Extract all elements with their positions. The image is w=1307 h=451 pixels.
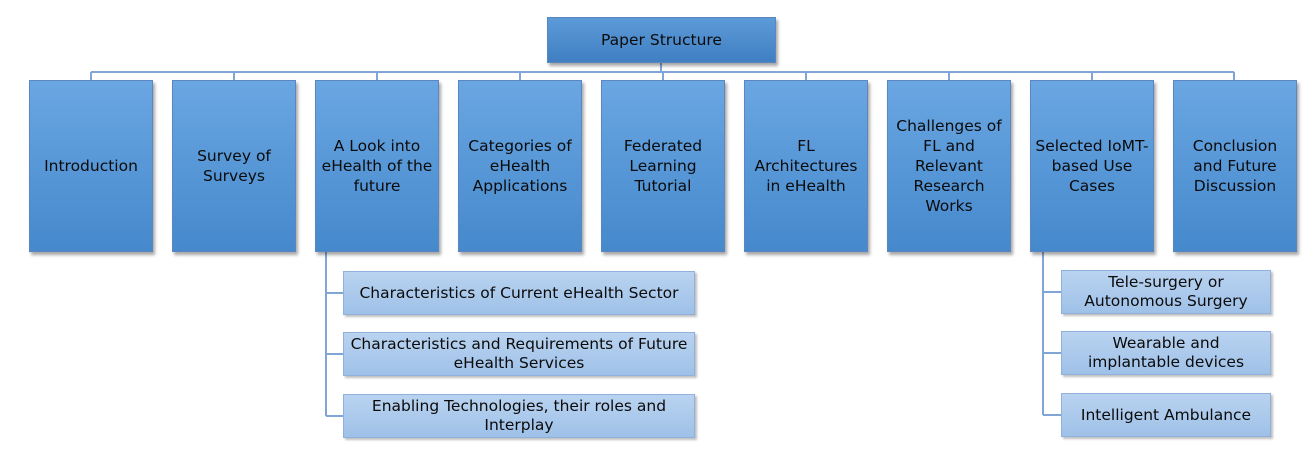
paper-structure-node: Paper Structure [547, 17, 776, 63]
conclusion-node: Conclusion and Future Discussion [1173, 80, 1297, 252]
intelligent-ambulance-node: Intelligent Ambulance [1061, 393, 1271, 437]
future-ehealth-node: A Look into eHealth of the future [315, 80, 439, 252]
introduction-node: Introduction [29, 80, 153, 252]
tele-surgery-node: Tele-surgery or Autonomous Surgery [1061, 270, 1271, 314]
wearable-devices-node: Wearable and implantable devices [1061, 331, 1271, 375]
fl-challenges-node: Challenges of FL and Relevant Research W… [887, 80, 1011, 252]
fl-tutorial-node: Federated Learning Tutorial [601, 80, 725, 252]
iomt-use-cases-node: Selected IoMT-based Use Cases [1030, 80, 1154, 252]
current-ehealth-characteristics-node: Characteristics of Current eHealth Secto… [343, 271, 695, 315]
survey-of-surveys-node: Survey of Surveys [172, 80, 296, 252]
ehealth-categories-node: Categories of eHealth Applications [458, 80, 582, 252]
fl-architectures-node: FL Architectures in eHealth [744, 80, 868, 252]
future-ehealth-requirements-node: Characteristics and Requirements of Futu… [343, 332, 695, 376]
enabling-technologies-node: Enabling Technologies, their roles and I… [343, 394, 695, 438]
